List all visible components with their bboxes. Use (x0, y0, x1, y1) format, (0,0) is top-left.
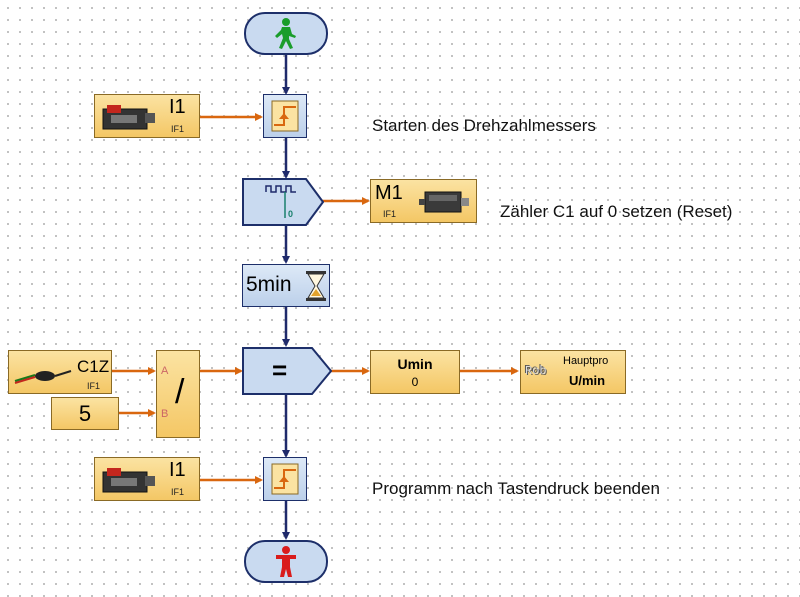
constant-block[interactable]: 5 (51, 397, 119, 430)
edge-detect-block-2[interactable] (263, 457, 307, 501)
variable-value: 0 (411, 375, 419, 389)
motor-label: M1 (375, 182, 403, 204)
motor-icon (419, 191, 469, 213)
assign-operator: = (272, 355, 288, 385)
assign-block[interactable]: = (242, 347, 333, 395)
divide-input-a: A (161, 365, 169, 377)
note-end-program: Programm nach Tastendruck beenden (372, 479, 660, 498)
counter-reset-block[interactable]: 0 (242, 178, 325, 226)
counter-sensor-icon (14, 370, 72, 384)
note-reset-counter: Zähler C1 auf 0 setzen (Reset) (500, 202, 733, 221)
stop-block[interactable] (244, 540, 328, 583)
counter-label: C1Z (77, 357, 110, 376)
display-title: Hauptpro (563, 355, 609, 367)
wait-block[interactable]: 5min (242, 264, 330, 307)
display-block[interactable]: Rob Hauptpro U/min (520, 350, 626, 394)
variable-label: Umin (397, 356, 433, 372)
counter-interface: IF1 (87, 381, 101, 391)
motor-block[interactable]: M1 IF1 (370, 179, 477, 223)
hourglass-icon (306, 271, 326, 301)
edge-detect-block[interactable] (263, 94, 307, 138)
push-button-switch-icon (102, 105, 155, 130)
push-button-switch-icon (102, 468, 155, 493)
divide-block[interactable]: A B / (156, 350, 200, 438)
green-walking-figure-icon (275, 18, 296, 49)
motor-interface: IF1 (383, 209, 397, 219)
wait-label: 5min (246, 273, 292, 296)
red-standing-figure-icon (276, 546, 296, 577)
input-label: I1 (169, 96, 186, 118)
input-label: I1 (169, 459, 186, 481)
variable-block[interactable]: Umin 0 (370, 350, 460, 394)
input-interface: IF1 (171, 487, 185, 497)
display-logo: Rob (525, 364, 547, 378)
divide-input-b: B (161, 408, 169, 420)
note-start-counter: Starten des Drehzahlmessers (372, 116, 596, 135)
divide-operator: / (175, 373, 185, 411)
pulse-value: 0 (288, 209, 294, 219)
input-interface: IF1 (171, 124, 185, 134)
input-switch-block-2[interactable]: I1 IF1 (94, 457, 200, 501)
pulse-counter-icon (265, 185, 296, 193)
counter-input-block[interactable]: C1Z IF1 (8, 350, 112, 394)
constant-value: 5 (78, 400, 92, 426)
start-block[interactable] (244, 12, 328, 55)
input-switch-block[interactable]: I1 IF1 (94, 94, 200, 138)
display-value: U/min (569, 373, 606, 388)
